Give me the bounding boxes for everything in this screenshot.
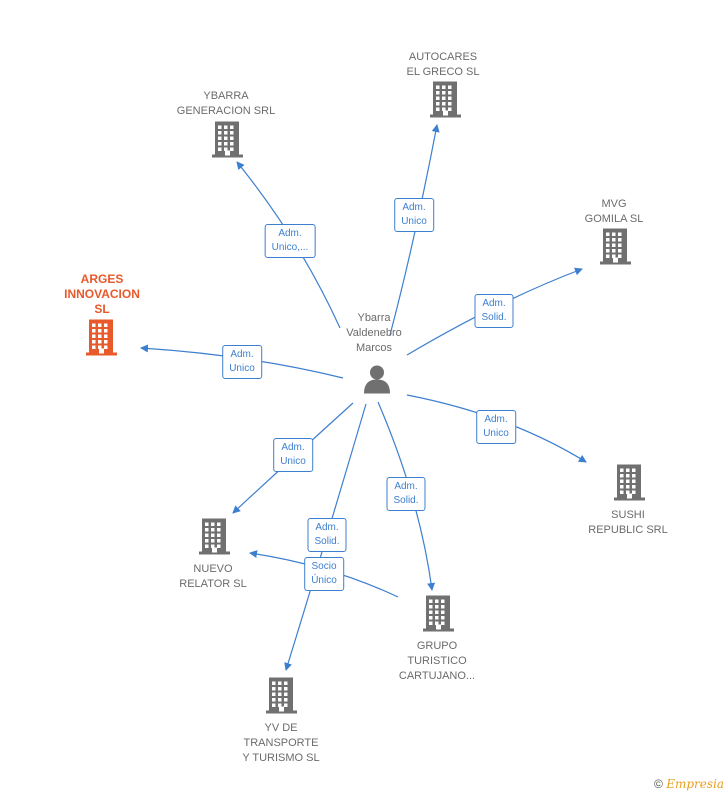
brand-logo[interactable]: Empresia	[666, 777, 724, 791]
building-icon[interactable]	[600, 228, 632, 270]
relation-label-line: Adm.	[482, 298, 506, 309]
edge-autocares	[389, 124, 440, 336]
relation-label-line: Adm.	[278, 228, 302, 239]
relation-label-line: Adm.	[315, 522, 339, 533]
relation-label-line: Unico	[280, 456, 306, 467]
relation-label-line: Unico	[401, 216, 427, 227]
company-label-sushi[interactable]: SUSHI REPUBLIC SRL	[588, 508, 667, 538]
copyright-symbol: ©	[654, 777, 663, 791]
relation-label-line: Único	[311, 575, 337, 586]
company-label-autocares[interactable]: AUTOCARES EL GRECO SL	[407, 50, 480, 80]
company-label-line: GOMILA SL	[584, 213, 644, 225]
company-label-line: GRUPO	[416, 640, 458, 652]
relation-label-line: Solid.	[393, 495, 419, 506]
building-icon[interactable]	[199, 518, 231, 560]
company-label-nuevo[interactable]: NUEVO RELATOR SL	[179, 562, 246, 592]
building-icon[interactable]	[266, 677, 298, 719]
company-label-line: NUEVO	[193, 563, 233, 575]
relation-label-line: Solid.	[481, 312, 507, 323]
company-label-line: Y TURISMO SL	[242, 752, 320, 764]
relation-label-line: Socio	[311, 561, 337, 572]
building-icon[interactable]	[86, 319, 118, 361]
relation-label-line: Solid.	[314, 536, 340, 547]
company-label-line: YBARRA	[203, 90, 249, 102]
relation-label-yv[interactable]: Adm. Solid.	[307, 518, 347, 552]
building-icon[interactable]	[423, 595, 455, 637]
relation-label-line: Unico	[483, 428, 509, 439]
building-icon[interactable]	[212, 121, 244, 163]
person-icon[interactable]	[362, 364, 392, 399]
company-label-grupo[interactable]: GRUPO TURISTICO CARTUJANO...	[399, 639, 475, 684]
relation-label-line: Adm.	[402, 202, 426, 213]
company-label-line: MVG	[601, 198, 627, 210]
company-label-line: RELATOR SL	[179, 578, 247, 590]
relation-label-line: Unico	[229, 363, 255, 374]
relation-label-nuevo[interactable]: Adm. Unico	[273, 438, 313, 472]
company-label-line: INNOVACION	[64, 287, 140, 301]
person-name-line: Valdenebro	[346, 327, 402, 339]
relation-label-ybarra-gen[interactable]: Adm. Unico,...	[264, 224, 316, 258]
company-label-line: ARGES	[80, 272, 124, 286]
company-label-line: YV DE	[264, 722, 298, 734]
company-label-line: SUSHI	[611, 509, 645, 521]
building-icon[interactable]	[614, 464, 646, 506]
relation-label-mvg[interactable]: Adm. Solid.	[474, 294, 514, 328]
person-name-line: Marcos	[355, 342, 393, 354]
relation-label-autocares[interactable]: Adm. Unico	[394, 198, 434, 232]
company-label-mvg[interactable]: MVG GOMILA SL	[585, 197, 644, 227]
relation-label-line: Adm.	[484, 414, 508, 425]
footer: © Empresia	[654, 777, 724, 791]
building-icon[interactable]	[430, 81, 462, 123]
relation-label-line: Adm.	[281, 442, 305, 453]
company-label-line: EL GRECO SL	[406, 66, 480, 78]
company-label-line: SL	[94, 302, 110, 316]
relation-label-arges[interactable]: Adm. Unico	[222, 345, 262, 379]
company-label-line: REPUBLIC SRL	[588, 524, 668, 536]
person-name-line: Ybarra	[357, 312, 391, 324]
relation-label-line: Adm.	[394, 481, 418, 492]
company-label-line: CARTUJANO...	[398, 670, 476, 682]
relation-label-line: Unico,...	[271, 242, 309, 253]
company-label-ybarra-gen[interactable]: YBARRA GENERACION SRL	[177, 89, 275, 119]
company-label-line: TRANSPORTE	[243, 737, 319, 749]
company-label-yv[interactable]: YV DE TRANSPORTE Y TURISMO SL	[242, 721, 319, 766]
company-label-line: GENERACION SRL	[176, 105, 276, 117]
relation-label-line: Adm.	[230, 349, 254, 360]
relation-label-sushi[interactable]: Adm. Unico	[476, 410, 516, 444]
relation-label-grupo[interactable]: Adm. Solid.	[386, 477, 426, 511]
company-label-line: AUTOCARES	[408, 51, 478, 63]
company-label-line: TURISTICO	[407, 655, 467, 667]
